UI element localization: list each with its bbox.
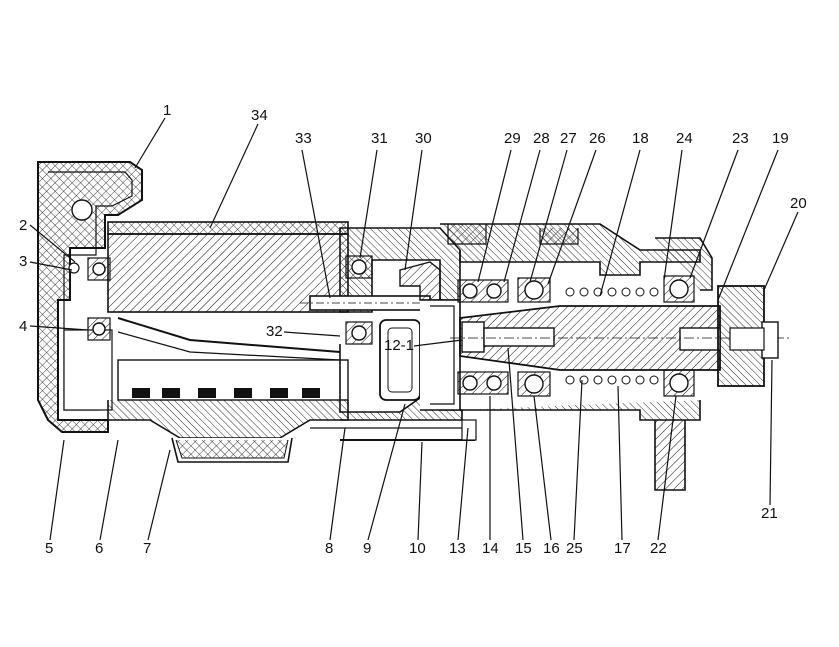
callout-21: 21 <box>761 505 778 522</box>
callout-6: 6 <box>95 540 103 557</box>
callout-18: 18 <box>632 130 649 147</box>
callout-15: 15 <box>515 540 532 557</box>
callout-12-1: 12-1 <box>384 337 414 354</box>
left-end-housing <box>37 161 143 433</box>
callout-8: 8 <box>325 540 333 557</box>
middle-housing <box>339 227 463 421</box>
callout-10: 10 <box>409 540 426 557</box>
output-flange <box>717 285 779 387</box>
output-shaft <box>450 305 790 371</box>
coupling-carrier <box>379 261 461 411</box>
callout-2: 2 <box>19 217 27 234</box>
callout-23: 23 <box>732 130 749 147</box>
callout-17: 17 <box>614 540 631 557</box>
callout-30: 30 <box>415 130 432 147</box>
callout-5: 5 <box>45 540 53 557</box>
rotor-slots <box>132 388 320 398</box>
callout-29: 29 <box>504 130 521 147</box>
callout-14: 14 <box>482 540 499 557</box>
output-bearings <box>457 275 695 397</box>
callout-27: 27 <box>560 130 577 147</box>
callout-22: 22 <box>650 540 667 557</box>
left-bearings <box>68 257 111 341</box>
gear-housing <box>310 223 713 491</box>
callout-16: 16 <box>543 540 560 557</box>
callout-28: 28 <box>533 130 550 147</box>
callout-31: 31 <box>371 130 388 147</box>
leader-lines <box>29 117 799 541</box>
callout-4: 4 <box>19 318 27 335</box>
callout-7: 7 <box>143 540 151 557</box>
callout-9: 9 <box>363 540 371 557</box>
callout-33: 33 <box>295 130 312 147</box>
callout-25: 25 <box>566 540 583 557</box>
callout-26: 26 <box>589 130 606 147</box>
callout-19: 19 <box>772 130 789 147</box>
motor-shaft <box>300 295 440 311</box>
callout-13: 13 <box>449 540 466 557</box>
callout-20: 20 <box>790 195 807 212</box>
callout-24: 24 <box>676 130 693 147</box>
callout-1: 1 <box>163 102 171 119</box>
callout-labels: 1 2 3 4 5 6 7 8 9 10 12-1 13 14 15 16 17… <box>19 102 807 557</box>
motor-housing <box>107 221 349 463</box>
callout-3: 3 <box>19 253 27 270</box>
callout-34: 34 <box>251 107 268 124</box>
compression-spring <box>565 287 659 385</box>
callout-32: 32 <box>266 323 283 340</box>
drawing-body <box>37 161 790 491</box>
